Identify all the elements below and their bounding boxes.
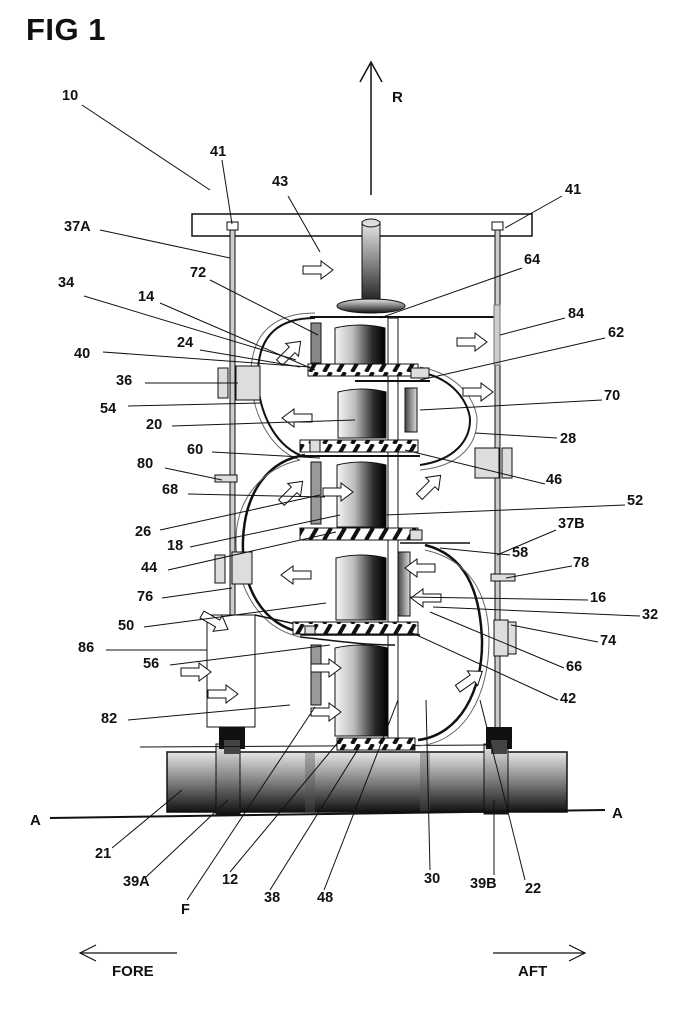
label-32: 32: [642, 607, 658, 623]
label-26: 26: [135, 524, 151, 540]
leader-l76: [162, 588, 232, 598]
label-84: 84: [568, 306, 584, 322]
label-46: 46: [546, 472, 562, 488]
radial-direction-arrow: [360, 62, 382, 195]
leader-l70: [420, 400, 602, 410]
label-78: 78: [573, 555, 589, 571]
flow-arrow: [303, 261, 333, 279]
label-40: 40: [74, 346, 90, 362]
leader-l42: [410, 632, 558, 700]
leader-l64: [380, 268, 522, 318]
leader-l52: [385, 505, 625, 515]
label-44: 44: [141, 560, 157, 576]
label-41b: 41: [565, 182, 581, 198]
label-37a: 37A: [64, 219, 91, 235]
leader-l20: [172, 420, 355, 426]
leader-l68: [188, 494, 325, 497]
label-30: 30: [424, 871, 440, 887]
fore-label: FORE: [112, 963, 154, 980]
tie-rod-cap-aft: [492, 222, 503, 230]
label-43: 43: [272, 174, 288, 190]
label-50: 50: [118, 618, 134, 634]
label-72: 72: [190, 265, 206, 281]
aft-label: AFT: [518, 963, 547, 980]
label-20: 20: [146, 417, 162, 433]
label-60: 60: [187, 442, 203, 458]
leader-l80: [165, 468, 222, 480]
label-74: 74: [600, 633, 616, 649]
label-39a: 39A: [123, 874, 150, 890]
flow-arrow: [282, 409, 312, 427]
label-28: 28: [560, 431, 576, 447]
label-37b: 37B: [558, 516, 585, 532]
leader-l21: [112, 790, 182, 848]
tie-rod-aft: [495, 224, 500, 754]
label-68: 68: [162, 482, 178, 498]
label-62: 62: [608, 325, 624, 341]
label-39b: 39B: [470, 876, 497, 892]
leader-l84: [500, 318, 565, 335]
fore-arrow: FORE: [80, 945, 177, 980]
label-16: 16: [590, 590, 606, 606]
axis-label-start: A: [30, 812, 41, 829]
flow-arrow: [457, 333, 487, 351]
label-66: 66: [566, 659, 582, 675]
label-54: 54: [100, 401, 116, 417]
leader-l78: [506, 566, 572, 578]
label-80: 80: [137, 456, 153, 472]
label-42: 42: [560, 691, 576, 707]
tie-rod-cap-fore: [227, 222, 238, 230]
label-52: 52: [627, 493, 643, 509]
central-post: [362, 222, 380, 308]
label-48: 48: [317, 890, 333, 906]
figure-title: FIG 1: [26, 12, 106, 48]
label-14: 14: [138, 289, 154, 305]
flow-arrow: [413, 469, 447, 503]
label-12: 12: [222, 872, 238, 888]
leader-l28: [475, 433, 557, 438]
leader-l74: [511, 625, 598, 642]
label-f: F: [181, 902, 190, 918]
label-64: 64: [524, 252, 540, 268]
radial-label: R: [392, 89, 403, 106]
label-34: 34: [58, 275, 74, 291]
label-86: 86: [78, 640, 94, 656]
post-flange: [337, 299, 405, 313]
leader-l72: [210, 280, 318, 335]
leader-l41b: [505, 196, 562, 228]
axis-label-end: A: [612, 805, 623, 822]
label-24: 24: [177, 335, 193, 351]
label-36: 36: [116, 373, 132, 389]
leader-l54: [128, 403, 260, 406]
flow-arrow: [281, 566, 311, 584]
leader-l62: [420, 338, 605, 380]
flow-arrow: [463, 383, 493, 401]
label-56: 56: [143, 656, 159, 672]
label-22: 22: [525, 881, 541, 897]
label-70: 70: [604, 388, 620, 404]
flow-arrow: [411, 589, 441, 607]
aft-arrow: AFT: [493, 945, 585, 980]
leader-l10: [82, 105, 210, 190]
label-38: 38: [264, 890, 280, 906]
leader-l32: [433, 607, 640, 616]
label-21: 21: [95, 846, 111, 862]
label-76: 76: [137, 589, 153, 605]
flow-arrow: [453, 664, 488, 696]
label-58: 58: [512, 545, 528, 561]
label-82: 82: [101, 711, 117, 727]
label-10: 10: [62, 88, 78, 104]
label-41a: 41: [210, 144, 226, 160]
label-18: 18: [167, 538, 183, 554]
